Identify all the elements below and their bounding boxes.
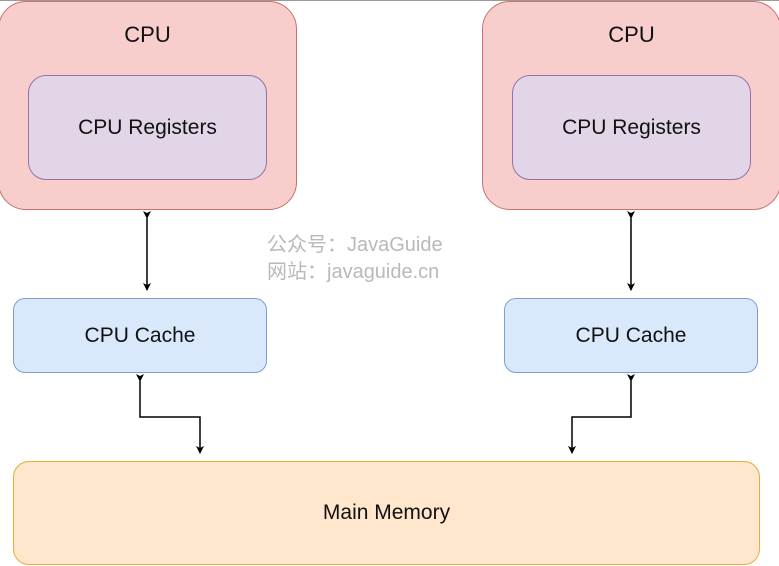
cpu-cache-label-1: CPU Cache: [84, 323, 196, 347]
cpu-label-2: CPU: [608, 22, 655, 47]
watermark: 公众号：JavaGuide 网站：javaguide.cn: [267, 232, 443, 286]
main-memory-box: Main Memory: [13, 461, 760, 565]
cpu-registers-box-2: CPU Registers: [512, 75, 751, 180]
arrow-cache1-memory: [136, 374, 204, 454]
cpu-cache-box-2: CPU Cache: [504, 298, 758, 373]
watermark-line-1: 公众号：JavaGuide: [267, 234, 443, 256]
arrow-cache2-memory: [568, 374, 635, 454]
cpu-registers-label-1: CPU Registers: [78, 115, 217, 139]
cpu-cache-label-2: CPU Cache: [575, 323, 687, 347]
main-memory-label: Main Memory: [322, 501, 451, 524]
cpu-registers-label-2: CPU Registers: [562, 115, 701, 139]
cpu-registers-box-1: CPU Registers: [28, 75, 267, 180]
top-border-line: [0, 0, 779, 1]
cpu-cache-box-1: CPU Cache: [13, 298, 267, 373]
cpu-label-1: CPU: [124, 22, 171, 47]
watermark-line-2: 网站：javaguide.cn: [267, 261, 440, 283]
